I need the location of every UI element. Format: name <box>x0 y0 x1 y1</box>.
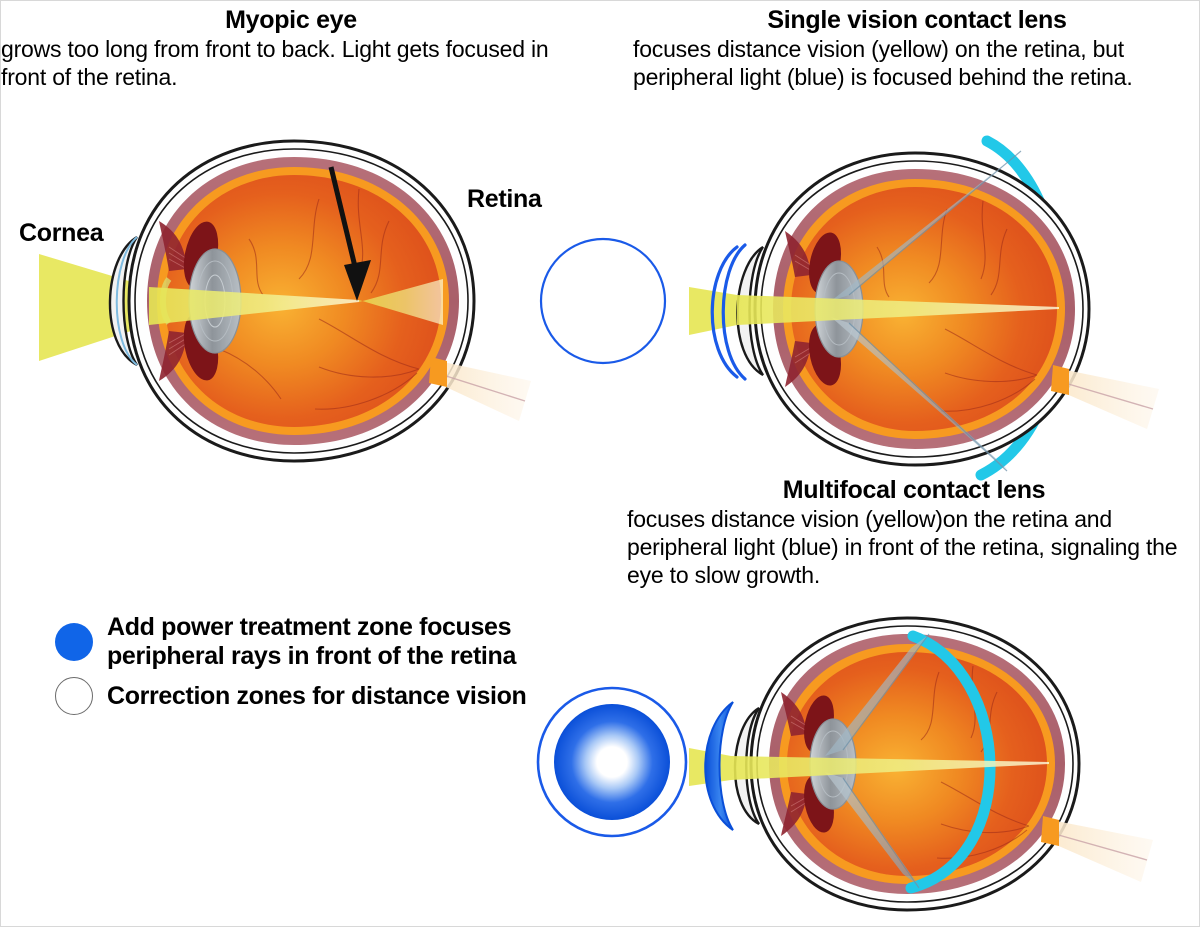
contact-lens-on-cornea <box>710 243 747 381</box>
diagram-single-vision-eye <box>689 119 1200 491</box>
peripheral-rays <box>825 633 930 889</box>
description-myopic: grows too long from front to back. Light… <box>1 35 549 90</box>
retinal-vessels <box>218 188 420 410</box>
light-cone-focused-in-front <box>149 279 443 325</box>
contact-lens-on-cornea <box>704 701 734 831</box>
light-cone-focused-on-retina <box>737 295 1059 325</box>
description-single-vision: focuses distance vision (yellow) on the … <box>633 35 1133 90</box>
legend-item-correction-zones: Correction zones for distance vision <box>55 677 575 715</box>
down-arrow-icon <box>328 166 371 301</box>
open-white-circle-icon <box>55 677 93 715</box>
label-retina: Retina <box>467 185 542 213</box>
peripheral-rays <box>831 150 1022 472</box>
optic-nerve <box>1051 365 1159 429</box>
retinal-vessels <box>876 200 1038 412</box>
panel-myopic-eye: Myopic eye grows too long from front to … <box>1 6 581 91</box>
panel-single-vision: Single vision contact lens focuses dista… <box>615 6 1200 91</box>
panel-multifocal: Multifocal contact lens focuses distance… <box>615 476 1200 589</box>
multifocal-lens-icon <box>529 679 695 845</box>
page-title-myopic: Myopic eye <box>225 6 357 34</box>
legend-item-add-power: Add power treatment zone focuses periphe… <box>55 613 575 671</box>
diagram-myopic-eye <box>19 129 539 474</box>
diagram-multifocal-eye <box>689 596 1200 928</box>
filled-blue-circle-icon <box>55 623 93 661</box>
optic-nerve <box>1041 816 1153 882</box>
legend-label-add-power: Add power treatment zone focuses periphe… <box>107 613 517 670</box>
legend: Add power treatment zone focuses periphe… <box>55 613 575 721</box>
legend-label-correction-zones: Correction zones for distance vision <box>107 681 527 710</box>
single-vision-lens-icon <box>533 231 673 371</box>
page-title-single-vision: Single vision contact lens <box>767 6 1067 34</box>
anterior-segment <box>159 221 242 381</box>
optic-nerve <box>429 357 531 421</box>
label-cornea: Cornea <box>19 219 104 247</box>
description-multifocal: focuses distance vision (yellow)on the r… <box>627 505 1178 588</box>
page-title-multifocal: Multifocal contact lens <box>782 476 1046 504</box>
